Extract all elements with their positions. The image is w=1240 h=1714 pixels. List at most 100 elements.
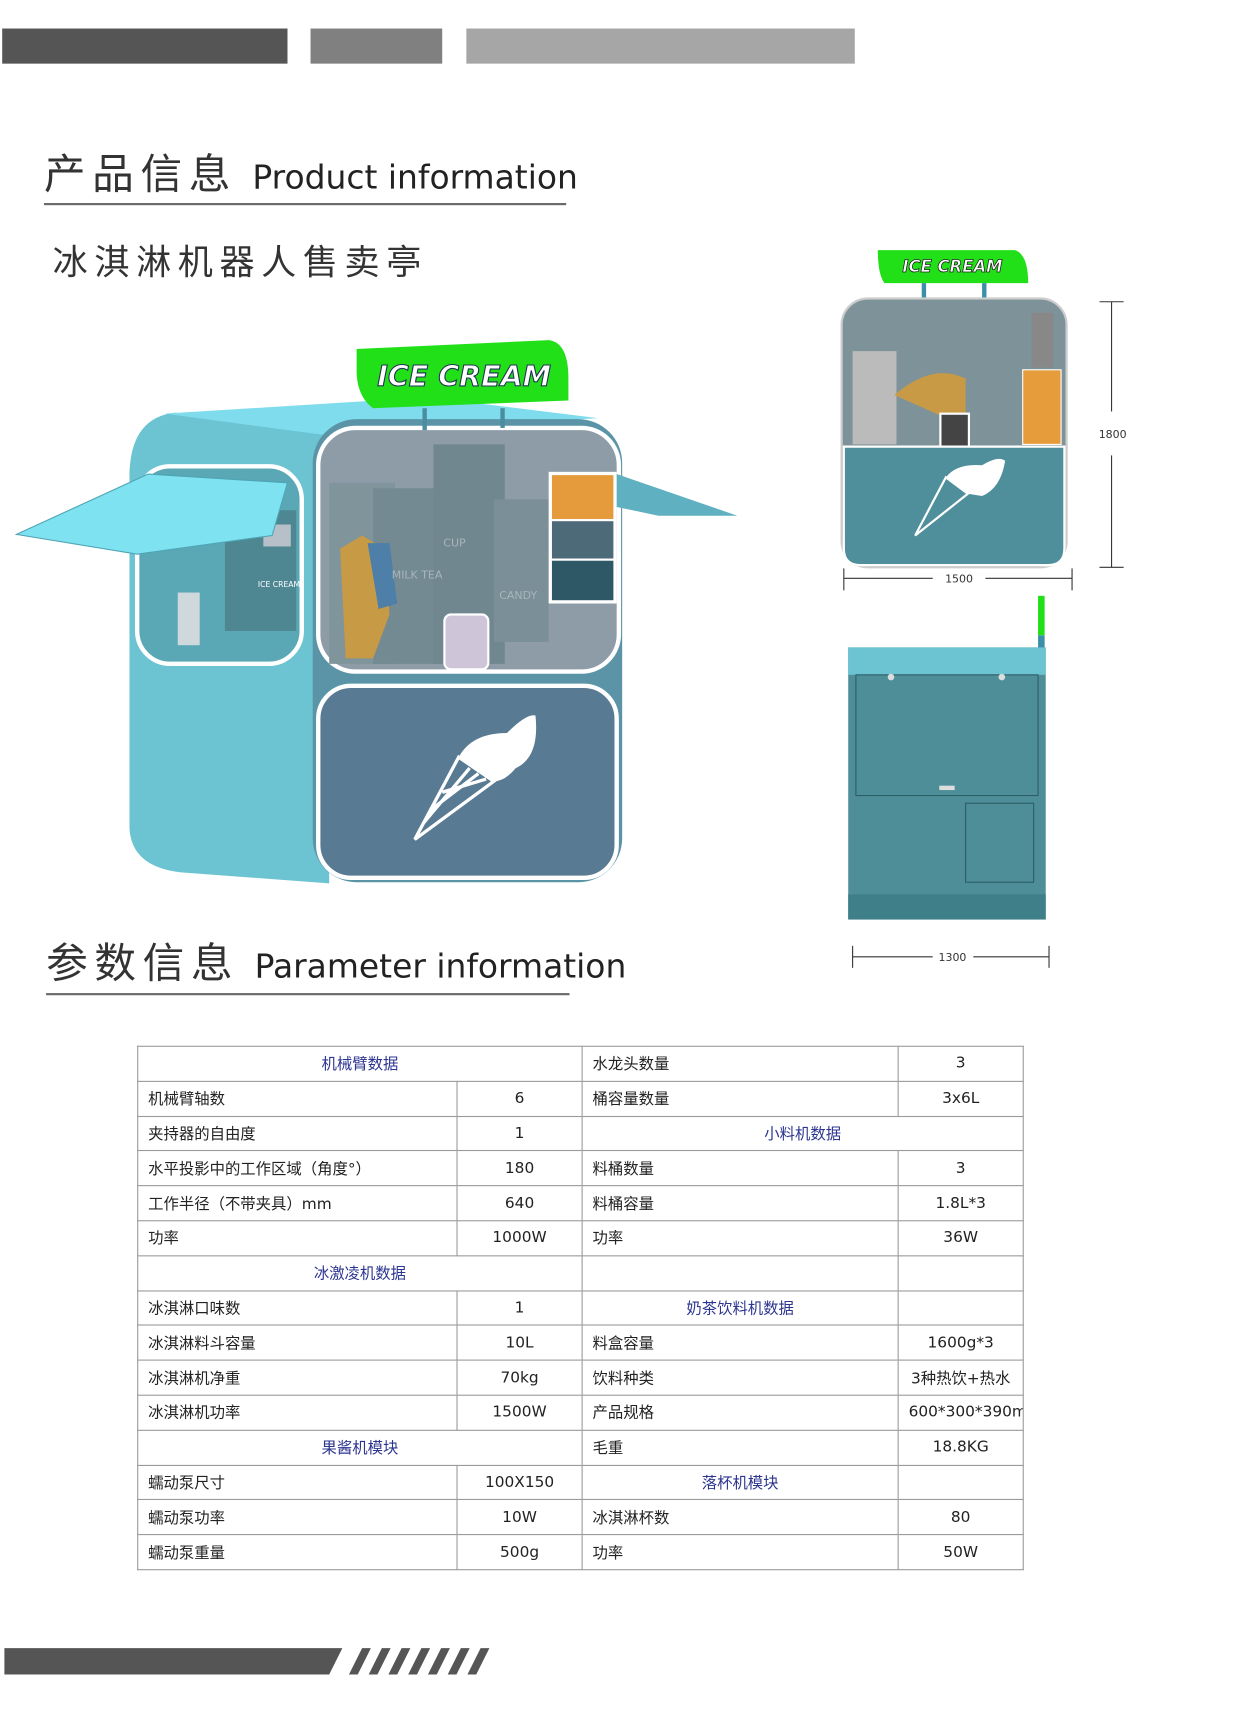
value-cell: 80	[897, 1499, 1024, 1536]
label-cell: 冰淇淋机功率	[137, 1394, 458, 1431]
parameter-info-title-cn: 参数信息	[46, 939, 240, 988]
value-cell: 18.8KG	[897, 1429, 1024, 1466]
label-cell: 冰淇淋杯数	[581, 1499, 899, 1536]
cup-label: CUP	[443, 536, 466, 549]
label-cell: 饮料种类	[581, 1359, 899, 1396]
parameter-info-underline	[46, 993, 570, 996]
value-cell: 1	[456, 1289, 583, 1326]
value-cell: 10L	[456, 1324, 583, 1361]
label-cell: 冰淇淋机净重	[137, 1359, 458, 1396]
product-subtitle: 冰淇淋机器人售卖亭	[52, 241, 428, 284]
value-cell	[897, 1255, 1024, 1292]
value-cell: 6	[456, 1080, 583, 1117]
label-cell: 蠕动泵尺寸	[137, 1464, 458, 1501]
value-cell: 640	[456, 1185, 583, 1222]
ice-cream-cone-icon	[413, 715, 537, 841]
header-bar-mid	[310, 28, 443, 64]
parameter-info-heading: 参数信息 Parameter information	[46, 929, 626, 989]
value-cell: 500g	[456, 1534, 583, 1571]
header-bar-light	[466, 28, 855, 64]
label-cell: 毛重	[581, 1429, 899, 1466]
dim-front-width: 1500	[945, 573, 973, 586]
value-cell: 70kg	[456, 1359, 583, 1396]
value-cell	[897, 1464, 1024, 1501]
label-cell: 料桶容量	[581, 1185, 899, 1222]
header-bar-dark	[2, 28, 288, 64]
milk-tea-label: MILK TEA	[392, 568, 443, 581]
value-cell: 1500W	[456, 1394, 583, 1431]
label-cell: 工作半径（不带夹具）mm	[137, 1185, 458, 1222]
label-cell: 料桶数量	[581, 1150, 899, 1187]
kiosk-illustrations: MILK TEA CUP CANDY ICE CREAM	[14, 250, 1127, 968]
label-cell: 水龙头数量	[581, 1045, 899, 1082]
value-cell: 100X150	[456, 1464, 583, 1501]
label-cell: 机械臂轴数	[137, 1080, 458, 1117]
value-cell: 3	[897, 1150, 1024, 1187]
value-cell: 50W	[897, 1534, 1024, 1571]
value-cell: 10W	[456, 1499, 583, 1536]
label-cell: 蠕动泵重量	[137, 1534, 458, 1571]
product-info-underline	[43, 203, 567, 206]
value-cell: 1.8L*3	[897, 1185, 1024, 1222]
label-cell: 产品规格	[581, 1394, 899, 1431]
product-info-heading: 产品信息 Product information	[44, 140, 578, 200]
product-info-title-en: Product information	[252, 159, 578, 198]
label-cell: 料盒容量	[581, 1324, 899, 1361]
label-cell: 水平投影中的工作区域（角度°）	[137, 1150, 458, 1187]
label-cell: 功率	[581, 1220, 899, 1257]
value-cell: 1	[456, 1115, 583, 1152]
sign-text: ICE CREAM	[377, 360, 551, 393]
value-cell: 1600g*3	[897, 1324, 1024, 1361]
section-header-cell: 机械臂数据	[137, 1045, 583, 1082]
section-header-cell: 小料机数据	[581, 1115, 1024, 1152]
kiosk-front-view: ICE CREAM 1800 1500	[840, 250, 1127, 591]
label-cell: 冰淇淋料斗容量	[137, 1324, 458, 1361]
front-cone-icon	[914, 458, 1006, 537]
dim-height: 1800	[1099, 428, 1127, 441]
section-header-cell: 果酱机模块	[137, 1429, 583, 1466]
machine-label: ICE CREAM	[258, 580, 300, 589]
label-cell: 夹持器的自由度	[137, 1115, 458, 1152]
value-cell: 3	[897, 1045, 1024, 1082]
value-cell: 1000W	[456, 1220, 583, 1257]
label-cell: 桶容量数量	[581, 1080, 899, 1117]
product-info-title-cn: 产品信息	[43, 150, 238, 199]
section-header-cell: 冰激凌机数据	[137, 1255, 583, 1292]
ice-cream-sign	[356, 340, 569, 409]
kiosk-side-view: 1300	[848, 595, 1050, 968]
label-cell: 功率	[137, 1220, 458, 1257]
candy-label: CANDY	[499, 589, 537, 602]
value-cell	[897, 1289, 1024, 1326]
front-sign-text: ICE CREAM	[902, 257, 1003, 276]
dim-side-width: 1300	[938, 951, 966, 964]
label-cell: 蠕动泵功率	[137, 1499, 458, 1536]
value-cell: 600*300*390mm	[897, 1394, 1024, 1431]
kiosk-3d-render: MILK TEA CUP CANDY ICE CREAM	[14, 340, 738, 884]
value-cell: 3x6L	[897, 1080, 1024, 1117]
label-cell: 功率	[581, 1534, 899, 1571]
value-cell: 36W	[897, 1220, 1024, 1257]
parameter-info-title-en: Parameter information	[254, 948, 627, 987]
menu-poster	[548, 471, 617, 604]
section-header-cell: 奶茶饮料机数据	[581, 1289, 899, 1326]
table-row: 冰激凌机数据	[137, 1255, 1024, 1292]
label-cell	[581, 1255, 899, 1292]
label-cell: 冰淇淋口味数	[137, 1289, 458, 1326]
value-cell: 180	[456, 1150, 583, 1187]
value-cell: 3种热饮+热水	[897, 1359, 1024, 1396]
